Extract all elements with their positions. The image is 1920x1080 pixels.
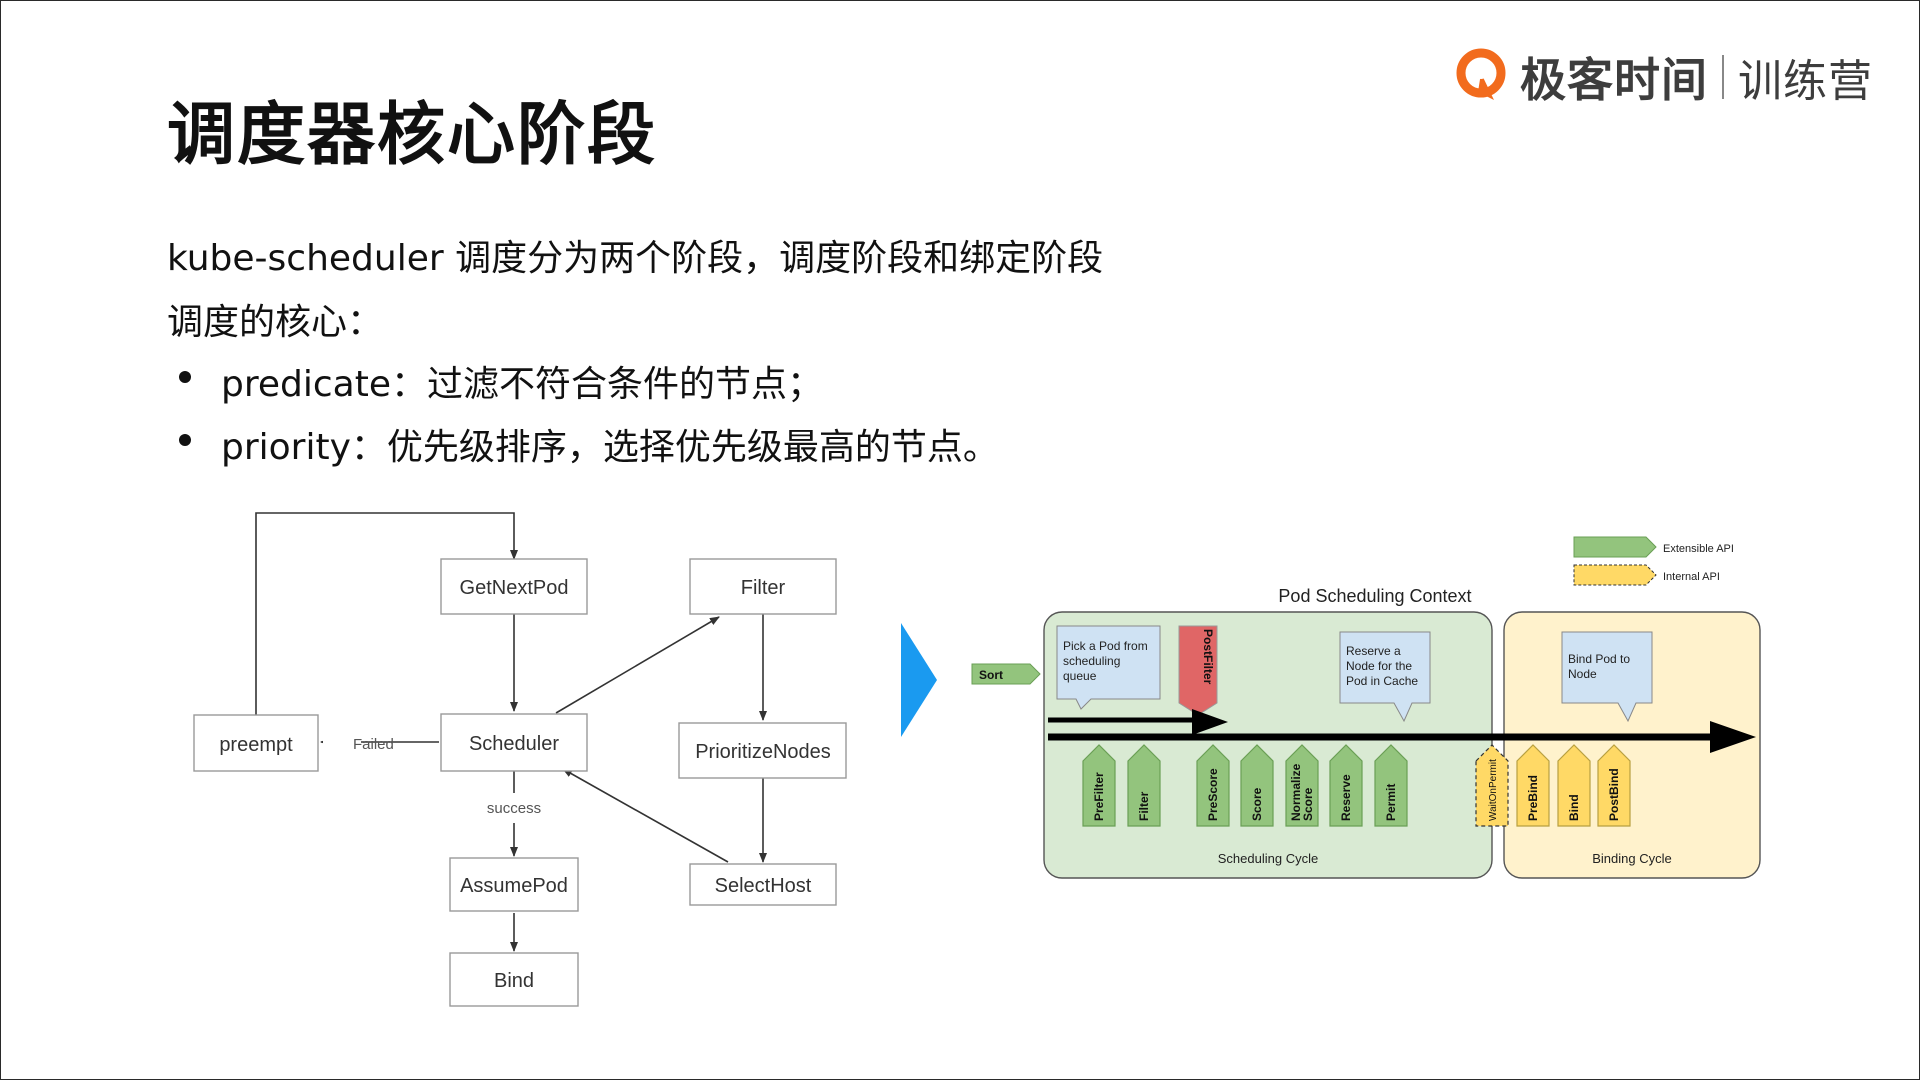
postfilter-label: PostFilter bbox=[1201, 629, 1215, 685]
normalize-score-label: Normalize bbox=[1289, 763, 1303, 821]
intro-text: kube-scheduler 调度分为两个阶段，调度阶段和绑定阶段 bbox=[167, 238, 1104, 279]
normalize-score-extension-point bbox=[1285, 744, 1319, 827]
binding-prebind-label: PreBind bbox=[1526, 775, 1540, 821]
postfilter-extension-point bbox=[1178, 625, 1218, 716]
context-title: Pod Scheduling Context bbox=[1278, 586, 1471, 606]
node-selecthost: SelectHost bbox=[715, 875, 812, 897]
bullet-dot bbox=[179, 434, 191, 446]
sort-extension-point bbox=[971, 663, 1041, 685]
scheduling-framework-diagram: Extensible API Internal API Pod Scheduli… bbox=[971, 536, 1761, 879]
node-preempt-box bbox=[193, 714, 319, 772]
page-title: 调度器核心阶段 bbox=[167, 96, 658, 175]
binding-postbind-label: PostBind bbox=[1607, 768, 1621, 821]
node-getnextpod-box bbox=[440, 558, 588, 615]
prefilter-label: PreFilter bbox=[1092, 772, 1106, 821]
callout-pick-pod bbox=[1056, 625, 1161, 710]
binding-postbind-extension-point bbox=[1597, 744, 1631, 827]
binding-waitonpermit-extension-point bbox=[1475, 744, 1509, 827]
reserve-label: Reserve bbox=[1339, 774, 1353, 821]
edge-label-success: success bbox=[487, 800, 541, 817]
brand-subtitle: 训练营 bbox=[1738, 56, 1873, 107]
legend-extensible-swatch bbox=[1573, 536, 1657, 558]
sort-label: Sort bbox=[979, 668, 1003, 682]
edge-label-failed: Failed bbox=[353, 736, 394, 753]
bullet-priority: priority：优先级排序，选择优先级最高的节点。 bbox=[221, 427, 999, 468]
node-assumepod-box bbox=[449, 857, 579, 912]
binding-bind-extension-point bbox=[1557, 744, 1591, 827]
prescore-extension-point bbox=[1196, 744, 1230, 827]
node-prioritize: PrioritizeNodes bbox=[695, 741, 831, 763]
scheduling-cycle-label: Scheduling Cycle bbox=[1218, 851, 1318, 866]
prefilter-extension-point bbox=[1082, 744, 1116, 827]
callout-pick-text: Pick a Pod from scheduling queue bbox=[1063, 639, 1151, 683]
bullet-predicate: predicate：过滤不符合条件的节点； bbox=[221, 364, 823, 405]
brand-name: 极客时间 bbox=[1520, 53, 1708, 107]
postfilter-arrowhead bbox=[1192, 709, 1228, 735]
legend-internal-label: Internal API bbox=[1663, 571, 1720, 583]
edge-preempt-to-getnextpod bbox=[255, 512, 518, 718]
brand-logo: 极客时间 训练营 bbox=[1454, 47, 1873, 107]
legend-internal-swatch bbox=[1573, 564, 1657, 586]
geektime-logo-icon bbox=[1456, 48, 1506, 100]
reserve-extension-point bbox=[1329, 744, 1363, 827]
bullet-dot bbox=[179, 371, 191, 383]
callout-reserve bbox=[1339, 631, 1431, 723]
node-selecthost-box bbox=[689, 863, 837, 906]
core-label: 调度的核心： bbox=[167, 302, 384, 343]
binding-prebind-extension-point bbox=[1516, 744, 1550, 827]
callout-reserve-text: Reserve a Node for the Pod in Cache bbox=[1346, 644, 1418, 688]
filter-label: Filter bbox=[1137, 791, 1151, 821]
node-bind: Bind bbox=[494, 970, 534, 992]
legend-extensible-label: Extensible API bbox=[1663, 543, 1734, 555]
edge-selecthost-to-scheduler bbox=[562, 768, 729, 863]
timeline-arrowhead bbox=[1710, 721, 1756, 753]
node-assumepod: AssumePod bbox=[460, 875, 568, 897]
scheduler-flow-diagram: Failed success GetNextPod Scheduler pree… bbox=[193, 512, 847, 1007]
node-prioritize-box bbox=[678, 722, 847, 779]
node-getnextpod: GetNextPod bbox=[460, 577, 569, 599]
node-scheduler-box bbox=[440, 713, 588, 772]
normalize-score-label: Score bbox=[1301, 787, 1315, 821]
edge-scheduler-to-filter bbox=[555, 616, 720, 714]
node-bind-box bbox=[449, 952, 579, 1007]
score-label: Score bbox=[1250, 787, 1264, 821]
score-extension-point bbox=[1240, 744, 1274, 827]
node-preempt: preempt bbox=[219, 734, 293, 756]
binding-bind-label: Bind bbox=[1567, 794, 1581, 821]
binding-waitonpermit-label: WaitOnPermit bbox=[1488, 759, 1499, 821]
node-filter: Filter bbox=[741, 577, 786, 599]
transition-arrow-icon bbox=[901, 623, 937, 737]
permit-extension-point bbox=[1374, 744, 1408, 827]
node-scheduler: Scheduler bbox=[469, 733, 559, 755]
callout-bind bbox=[1561, 631, 1653, 723]
callout-bind-text: Bind Pod to Node bbox=[1568, 652, 1633, 681]
filter-extension-point bbox=[1127, 744, 1161, 827]
brand-divider bbox=[1722, 55, 1724, 99]
permit-label: Permit bbox=[1384, 784, 1398, 821]
prescore-label: PreScore bbox=[1206, 768, 1220, 821]
binding-cycle-label: Binding Cycle bbox=[1592, 851, 1672, 866]
node-filter-box bbox=[689, 558, 837, 615]
